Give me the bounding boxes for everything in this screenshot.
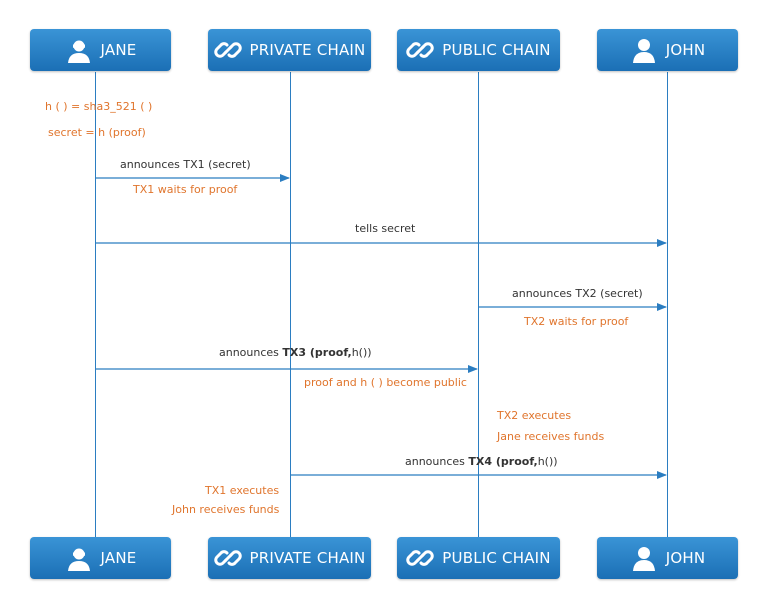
chain-link-icon: [406, 544, 435, 572]
user-icon: [630, 36, 658, 64]
note-jane-receives: Jane receives funds: [497, 430, 605, 443]
actor-public-chain-bottom: PUBLIC CHAIN: [397, 537, 560, 579]
message-announce-tx3: announces TX3 (proof,h()): [219, 346, 372, 360]
actor-label: JOHN: [665, 549, 706, 567]
message-prefix: announces: [219, 346, 279, 359]
actor-label: JOHN: [665, 41, 706, 59]
message-announce-tx4: announces TX4 (proof,h()): [405, 455, 558, 469]
user-female-icon: [65, 36, 93, 64]
note-tx2-executes: TX2 executes: [497, 409, 572, 422]
note-proof-public: proof and h ( ) become public: [304, 376, 467, 389]
actor-john-top: JOHN: [597, 29, 738, 71]
actor-public-chain-top: PUBLIC CHAIN: [397, 29, 560, 71]
message-tells-secret: tells secret: [355, 222, 416, 235]
message-end: h()): [537, 455, 558, 468]
lifeline-public-chain: [478, 72, 479, 538]
actor-private-chain-bottom: PRIVATE CHAIN: [208, 537, 371, 579]
lifeline-private-chain: [290, 72, 291, 538]
user-icon: [630, 544, 658, 572]
note-hash-definition: h ( ) = sha3_521 ( ): [45, 100, 153, 113]
actor-private-chain-top: PRIVATE CHAIN: [208, 29, 371, 71]
chain-link-icon: [213, 36, 242, 64]
chain-link-icon: [213, 544, 242, 572]
actor-label: JANE: [100, 41, 137, 59]
actor-jane-top: JANE: [30, 29, 171, 71]
note-tx1-executes: TX1 executes: [205, 484, 280, 497]
actor-label: PUBLIC CHAIN: [442, 41, 551, 59]
lifeline-jane: [95, 72, 96, 538]
user-female-icon: [65, 544, 93, 572]
note-secret-definition: secret = h (proof): [48, 126, 146, 139]
note-tx2-waits: TX2 waits for proof: [524, 315, 629, 328]
actor-jane-bottom: JANE: [30, 537, 171, 579]
message-announce-tx2: announces TX2 (secret): [512, 287, 643, 300]
chain-link-icon: [406, 36, 435, 64]
actor-label: PRIVATE CHAIN: [249, 41, 366, 59]
lifeline-john: [667, 72, 668, 538]
message-announce-tx1: announces TX1 (secret): [120, 158, 251, 171]
message-bold: TX3 (proof,: [282, 346, 352, 359]
actor-john-bottom: JOHN: [597, 537, 738, 579]
actor-label: PRIVATE CHAIN: [249, 549, 366, 567]
note-john-receives: John receives funds: [172, 503, 280, 516]
message-bold: TX4 (proof,: [468, 455, 538, 468]
actor-label: PUBLIC CHAIN: [442, 549, 551, 567]
actor-label: JANE: [100, 549, 137, 567]
note-tx1-waits: TX1 waits for proof: [133, 183, 238, 196]
message-end: h()): [351, 346, 372, 359]
message-prefix: announces: [405, 455, 465, 468]
